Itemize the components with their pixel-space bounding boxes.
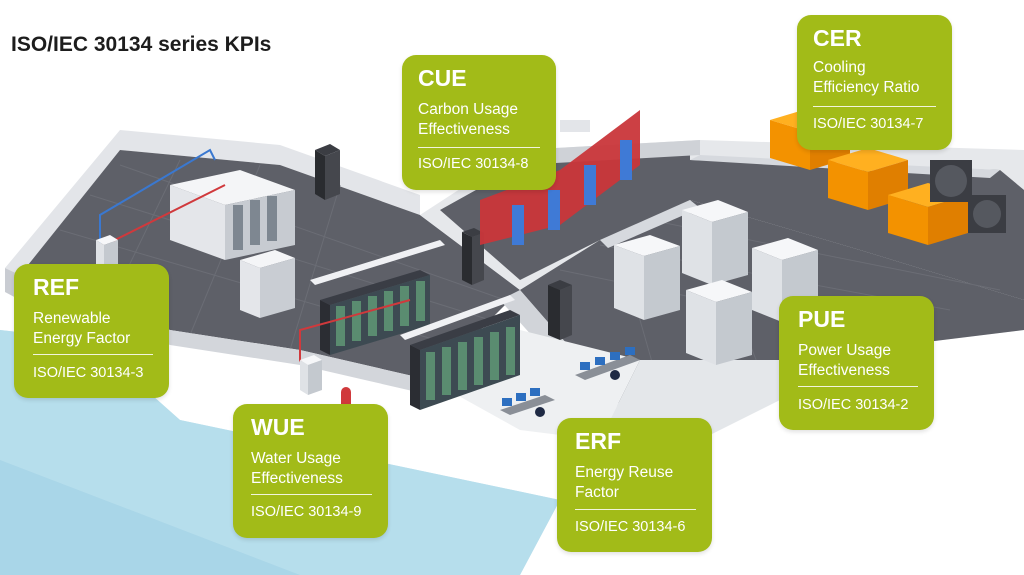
kpi-abbreviation: PUE (798, 306, 846, 332)
page-title: ISO/IEC 30134 series KPIs (11, 33, 272, 56)
kpi-name: Renewable Energy Factor (33, 309, 130, 349)
kpi-name: Water Usage Effectiveness (251, 449, 343, 489)
divider (575, 509, 696, 510)
kpi-name-line: Renewable (33, 310, 111, 327)
kpi-abbreviation: CER (813, 25, 862, 51)
kpi-abbreviation: CUE (418, 65, 467, 91)
kpi-card-pue: PUE Power Usage Effectiveness ISO/IEC 30… (779, 296, 934, 430)
kpi-abbreviation: ERF (575, 428, 621, 454)
divider (418, 147, 540, 148)
kpi-name-line: Factor (575, 484, 619, 501)
divider (798, 386, 918, 387)
kpi-standard: ISO/IEC 30134-8 (418, 156, 529, 172)
divider (251, 494, 372, 495)
kpi-name-line: Water Usage (251, 450, 341, 467)
kpi-name: Power Usage Effectiveness (798, 341, 891, 381)
kpi-name-line: Effectiveness (798, 362, 890, 379)
kpi-standard: ISO/IEC 30134-3 (33, 365, 144, 381)
divider (33, 354, 153, 355)
kpi-standard: ISO/IEC 30134-6 (575, 519, 686, 535)
kpi-card-cer: CER Cooling Efficiency Ratio ISO/IEC 301… (797, 15, 952, 150)
kpi-name: Carbon Usage Effectiveness (418, 100, 518, 140)
kpi-name: Cooling Efficiency Ratio (813, 58, 920, 98)
kpi-card-erf: ERF Energy Reuse Factor ISO/IEC 30134-6 (557, 418, 712, 552)
kpi-name-line: Efficiency Ratio (813, 79, 920, 96)
kpi-standard: ISO/IEC 30134-7 (813, 116, 924, 132)
kpi-card-cue: CUE Carbon Usage Effectiveness ISO/IEC 3… (402, 55, 556, 190)
kpi-name-line: Effectiveness (251, 470, 343, 487)
kpi-name-line: Power Usage (798, 342, 892, 359)
kpi-name-line: Carbon Usage (418, 101, 518, 118)
kpi-name-line: Energy Factor (33, 330, 131, 347)
kpi-abbreviation: REF (33, 274, 79, 300)
kpi-standard: ISO/IEC 30134-9 (251, 504, 362, 520)
divider (813, 106, 936, 107)
kpi-name-line: Energy Reuse (575, 464, 674, 481)
kpi-name: Energy Reuse Factor (575, 463, 673, 503)
kpi-name-line: Effectiveness (418, 121, 510, 138)
kpi-card-wue: WUE Water Usage Effectiveness ISO/IEC 30… (233, 404, 388, 538)
kpi-card-ref: REF Renewable Energy Factor ISO/IEC 3013… (14, 264, 169, 398)
kpi-standard: ISO/IEC 30134-2 (798, 397, 909, 413)
kpi-name-line: Cooling (813, 59, 866, 76)
kpi-abbreviation: WUE (251, 414, 305, 440)
